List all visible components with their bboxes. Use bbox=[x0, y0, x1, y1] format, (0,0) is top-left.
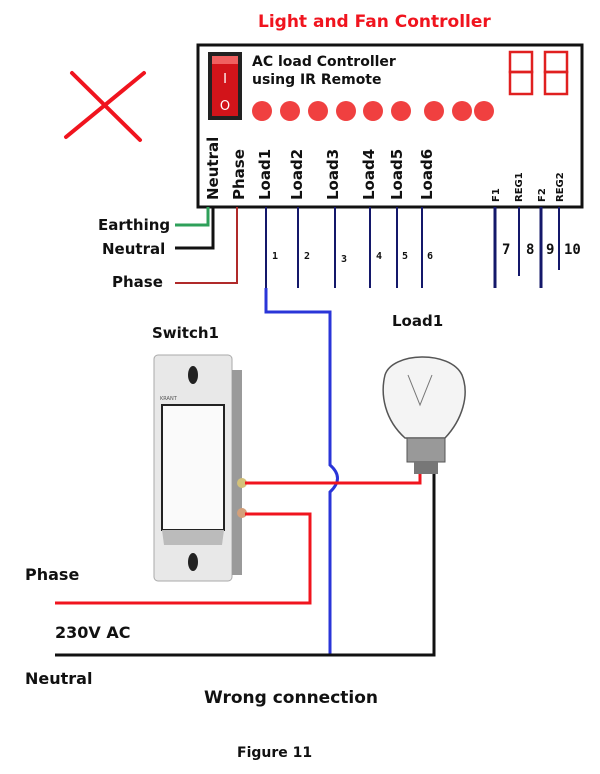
led bbox=[336, 101, 356, 121]
controller-line2: using IR Remote bbox=[252, 72, 382, 88]
led bbox=[308, 101, 328, 121]
led bbox=[424, 101, 444, 121]
switch-to-load-wire bbox=[245, 474, 422, 485]
load-label: Load1 bbox=[392, 312, 443, 330]
led bbox=[474, 101, 494, 121]
aux-terminal-label: F2 bbox=[537, 188, 548, 202]
led bbox=[391, 101, 411, 121]
mains-voltage-label: 230V AC bbox=[55, 623, 130, 642]
figure-caption: Figure 11 bbox=[237, 745, 312, 761]
load1-wire bbox=[264, 288, 339, 655]
rocker-switch[interactable]: I O bbox=[208, 52, 242, 120]
terminal-label: Load5 bbox=[388, 149, 406, 200]
neutral-label: Neutral bbox=[102, 240, 165, 258]
aux-terminal-label: REG2 bbox=[555, 172, 566, 202]
terminal-label: Phase bbox=[230, 149, 248, 200]
wall-switch[interactable]: KRANT bbox=[153, 354, 247, 582]
controller-line1: AC load Controller bbox=[252, 54, 396, 70]
switch-brand: KRANT bbox=[160, 396, 178, 402]
wire-number: 6 bbox=[427, 251, 433, 262]
terminal-label: Load4 bbox=[360, 149, 378, 200]
led bbox=[452, 101, 472, 121]
switch-off-mark: O bbox=[220, 99, 230, 114]
status-label: Wrong connection bbox=[204, 688, 378, 708]
led bbox=[363, 101, 383, 121]
wire-number: 4 bbox=[376, 251, 382, 262]
terminal-label: Load1 bbox=[256, 149, 274, 200]
mains-neutral-label: Neutral bbox=[25, 669, 92, 688]
wire-number: 8 bbox=[526, 242, 534, 258]
wire-number: 2 bbox=[304, 251, 310, 262]
mains-phase-label: Phase bbox=[25, 565, 79, 584]
aux-terminal-label: F1 bbox=[491, 188, 502, 202]
terminal-label: Neutral bbox=[204, 137, 222, 200]
output-wires bbox=[265, 207, 560, 288]
phase-label: Phase bbox=[112, 273, 163, 291]
led bbox=[280, 101, 300, 121]
mains-phase-wire bbox=[55, 512, 312, 605]
led-row bbox=[252, 101, 494, 121]
terminal-label: Load2 bbox=[288, 149, 306, 200]
seven-segment-display bbox=[508, 50, 569, 96]
wire-number: 10 bbox=[564, 242, 581, 258]
wire-number: 1 bbox=[272, 251, 278, 262]
aux-terminal-label: REG1 bbox=[514, 172, 525, 202]
controller-box: I O AC load Controller using IR Remote N… bbox=[196, 43, 584, 209]
wire-number: 9 bbox=[546, 242, 554, 258]
wrong-x-icon bbox=[64, 71, 146, 142]
bulb-icon bbox=[382, 356, 466, 474]
load-neutral-wire bbox=[55, 474, 436, 657]
led bbox=[252, 101, 272, 121]
earthing-label: Earthing bbox=[98, 216, 170, 234]
wire-number: 3 bbox=[341, 254, 347, 265]
diagram-title: Light and Fan Controller bbox=[258, 12, 491, 32]
wire-number: 7 bbox=[502, 242, 510, 258]
switch-on-mark: I bbox=[223, 72, 227, 87]
wire-number: 5 bbox=[402, 251, 408, 262]
switch-label: Switch1 bbox=[152, 324, 219, 342]
terminal-label: Load6 bbox=[418, 149, 436, 200]
terminal-label: Load3 bbox=[324, 149, 342, 200]
supply-wires bbox=[175, 207, 238, 284]
